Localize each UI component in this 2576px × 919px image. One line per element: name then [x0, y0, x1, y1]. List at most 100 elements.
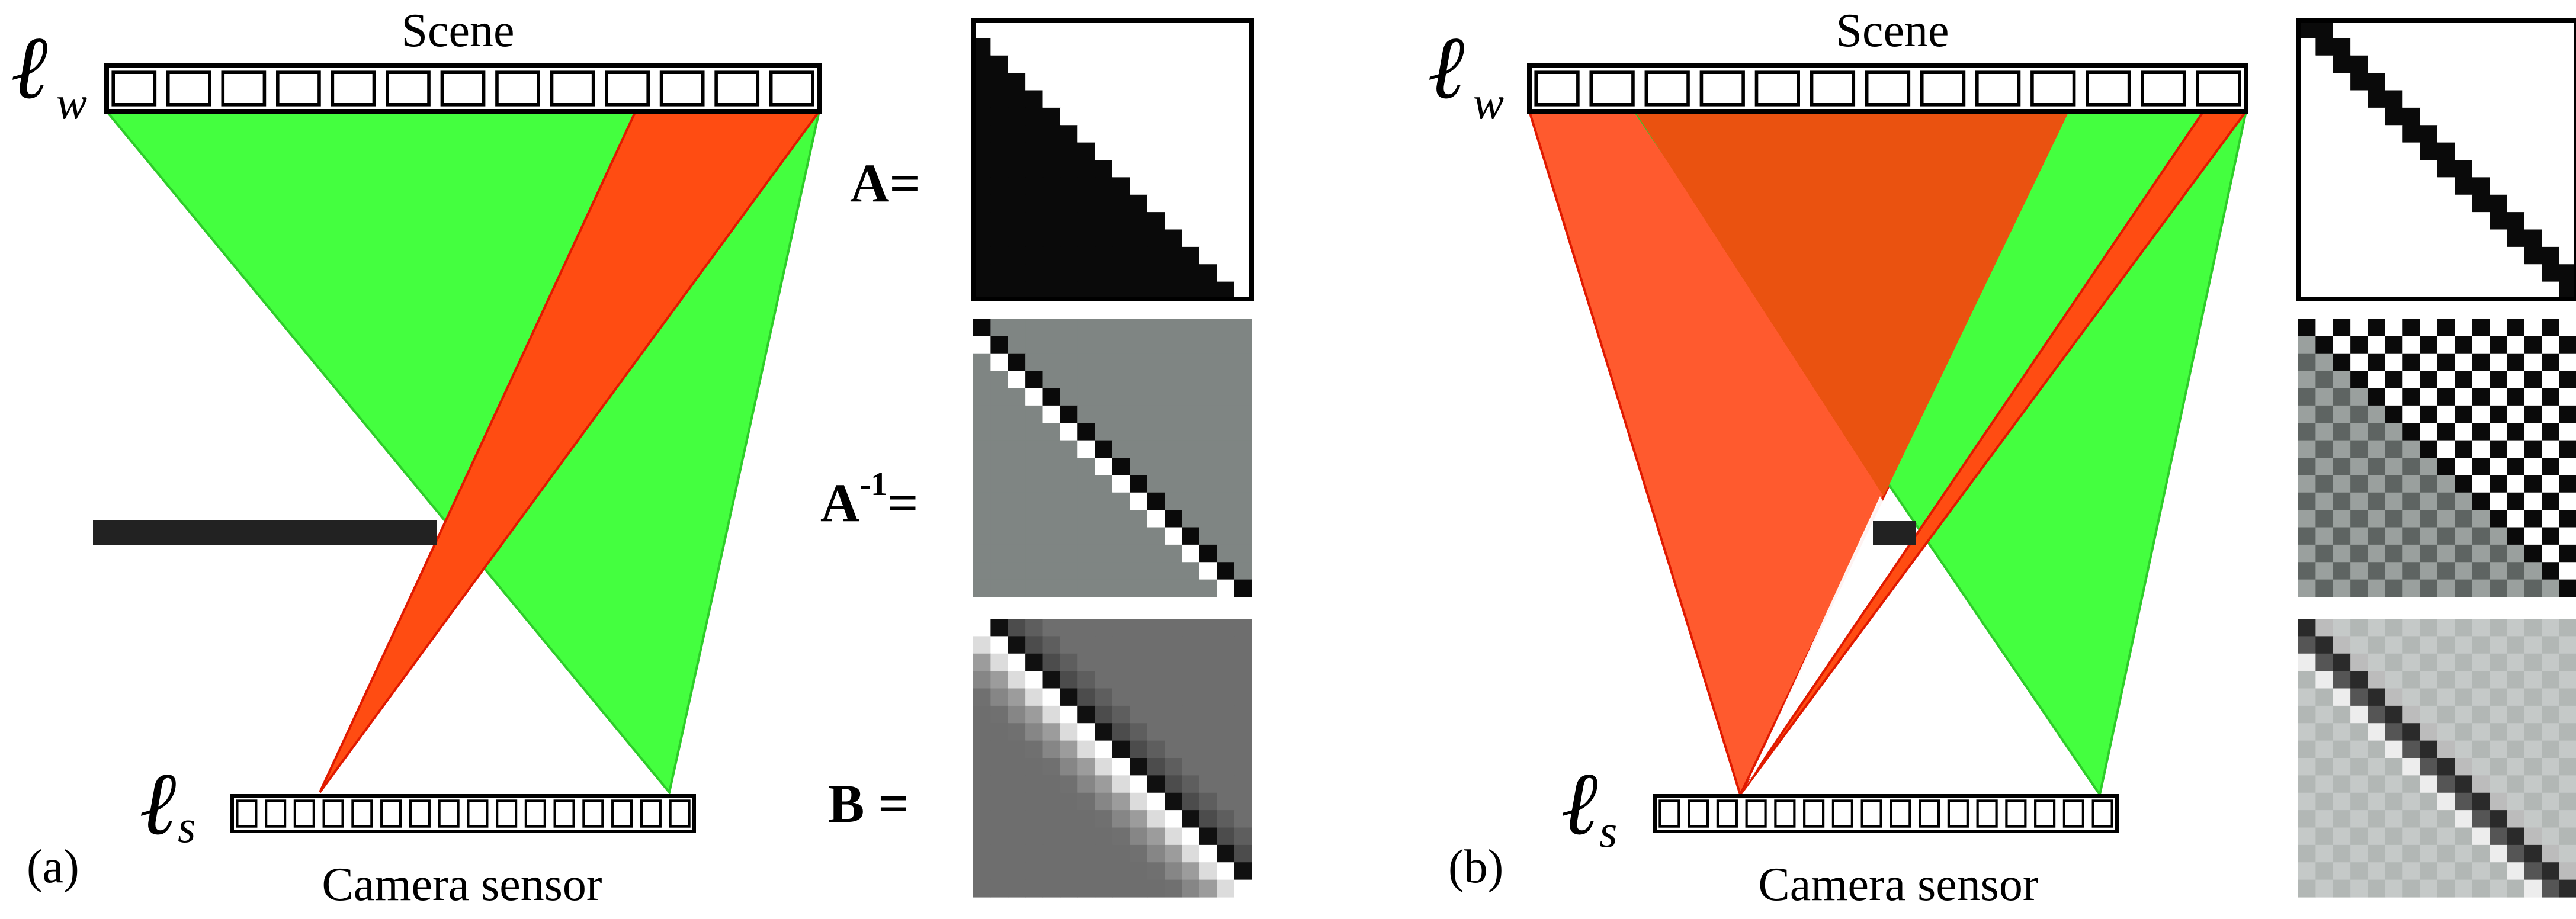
- matrix-cell: [2350, 723, 2369, 741]
- matrix-cell: [2385, 21, 2403, 38]
- matrix-cell: [2402, 177, 2421, 195]
- matrix-cell: [2455, 281, 2473, 300]
- matrix-cell: [1217, 810, 1235, 828]
- matrix-cell: [2507, 492, 2525, 510]
- matrix-cell: [2490, 775, 2508, 793]
- matrix-cell: [1095, 527, 1113, 545]
- matrix-cell: [1060, 619, 1078, 637]
- matrix-cell: [1217, 705, 1235, 724]
- matrix-cell: [1199, 562, 1217, 580]
- matrix-cell: [1165, 458, 1183, 475]
- matrix-cell: [2350, 336, 2369, 354]
- matrix-cell: [1182, 38, 1200, 56]
- matrix-cell: [2333, 177, 2351, 195]
- matrix-cell: [2455, 475, 2473, 493]
- matrix-cell: [2350, 636, 2369, 654]
- matrix-cell: [1130, 388, 1148, 406]
- matrix-cell: [2385, 688, 2403, 706]
- matrix-cell: [1217, 879, 1235, 898]
- matrix-cell: [1077, 55, 1096, 73]
- matrix-cell: [2490, 281, 2508, 300]
- matrix-cell: [1060, 142, 1078, 160]
- grid-cell: [1716, 799, 1738, 828]
- matrix-cell: [1217, 246, 1235, 265]
- grid-cell: [265, 799, 287, 828]
- matrix-cell: [1147, 336, 1165, 354]
- matrix-cell: [1112, 194, 1130, 213]
- matrix-cell: [1199, 844, 1217, 863]
- matrix-cell: [1147, 319, 1165, 336]
- matrix-cell: [2298, 73, 2316, 91]
- matrix-cell: [1165, 792, 1183, 811]
- matrix-cell: [2437, 636, 2455, 654]
- matrix-cell: [973, 229, 991, 248]
- matrix-cell: [2298, 212, 2316, 230]
- matrix-cell: [1025, 125, 1044, 143]
- matrix-cell: [2559, 636, 2576, 654]
- matrix-cell: [2420, 160, 2438, 178]
- matrix-cell: [2315, 371, 2334, 389]
- matrix-cell: [2472, 723, 2490, 741]
- matrix-cell: [2350, 792, 2369, 811]
- matrix-cell: [2350, 879, 2369, 898]
- matrix-cell: [2298, 55, 2316, 73]
- matrix-cell: [2524, 758, 2542, 776]
- matrix-cell: [2490, 107, 2508, 126]
- matrix-cell: [1234, 229, 1252, 248]
- matrix-cell: [2402, 758, 2421, 776]
- matrix-cell: [1130, 492, 1148, 510]
- matrix-cell: [2437, 107, 2455, 126]
- matrix-cell: [2455, 619, 2473, 637]
- matrix-cell: [990, 246, 1009, 265]
- panel-tag-b: (b): [1448, 841, 1503, 893]
- scene-grid-a: [104, 63, 822, 114]
- matrix-cell: [1182, 705, 1200, 724]
- matrix-cell: [1217, 371, 1235, 389]
- matrix-cell: [2507, 353, 2525, 371]
- matrix-cell: [2420, 212, 2438, 230]
- matrix-cell: [2524, 653, 2542, 671]
- matrix-cell: [2472, 792, 2490, 811]
- matrix-cell: [2333, 55, 2351, 73]
- matrix-cell: [2559, 212, 2576, 230]
- matrix-cell: [1008, 723, 1026, 741]
- matrix-cell: [1112, 879, 1130, 898]
- matrix-cell: [1112, 229, 1130, 248]
- matrix-cell: [2402, 775, 2421, 793]
- matrix-cell: [1199, 353, 1217, 371]
- matrix-cell: [1060, 73, 1078, 91]
- matrix-cell: [1112, 90, 1130, 108]
- matrix-cell: [2402, 353, 2421, 371]
- matrix-cell: [1234, 723, 1252, 741]
- matrix-B-label: B =: [828, 773, 909, 834]
- matrix-cell: [2507, 125, 2525, 143]
- matrix-cell: [1042, 194, 1061, 213]
- matrix-cell: [1112, 246, 1130, 265]
- grid-cell: [1947, 799, 1969, 828]
- matrix-cell: [1234, 177, 1252, 195]
- matrix-cell: [2402, 319, 2421, 336]
- matrix-cell: [2350, 212, 2369, 230]
- matrix-cell: [1182, 510, 1200, 528]
- camera-sensor-label-b: Camera sensor: [1758, 859, 2038, 911]
- matrix-cell: [2559, 246, 2576, 265]
- matrix-cell: [2298, 792, 2316, 811]
- matrix-cell: [2333, 653, 2351, 671]
- matrix-cell: [2420, 458, 2438, 475]
- matrix-cell: [2315, 827, 2334, 846]
- matrix-cell: [1165, 653, 1183, 671]
- matrix-cell: [1182, 264, 1200, 282]
- matrix-cell: [2420, 653, 2438, 671]
- matrix-cell: [2507, 38, 2525, 56]
- matrix-cell: [2542, 229, 2560, 248]
- matrix-cell: [2542, 458, 2560, 475]
- matrix-cell: [2402, 653, 2421, 671]
- grid-cell: [769, 70, 814, 107]
- matrix-cell: [1165, 353, 1183, 371]
- matrix-cell: [2524, 810, 2542, 828]
- matrix-cell: [1217, 423, 1235, 441]
- matrix-cell: [2437, 527, 2455, 545]
- matrix-cell: [1234, 440, 1252, 458]
- matrix-cell: [2385, 73, 2403, 91]
- matrix-cell: [990, 810, 1009, 828]
